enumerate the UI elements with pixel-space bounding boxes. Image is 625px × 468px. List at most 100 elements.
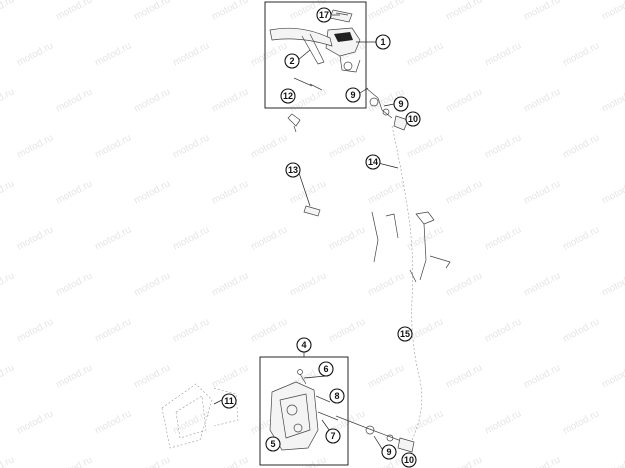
callout-label: 13 — [288, 165, 298, 175]
watermark-text: motod.ru — [288, 454, 328, 468]
callout-5: 5 — [265, 436, 281, 452]
watermark-text: motod.ru — [171, 40, 211, 68]
callout-layer: 17 1 2 12 9 9 10 14 13 15 4 — [221, 7, 421, 468]
watermark-text: motod.ru — [444, 86, 484, 114]
watermark-text: motod.ru — [288, 178, 328, 206]
callout-label: 10 — [408, 114, 418, 124]
watermark-text: motod.ru — [249, 224, 289, 252]
watermark-text: motod.ru — [210, 362, 250, 390]
watermark-text: motod.ru — [561, 224, 601, 252]
watermark-text: motod.ru — [0, 0, 16, 23]
watermark-text: motod.ru — [561, 316, 601, 344]
watermark-text: motod.ru — [483, 132, 523, 160]
watermark-text: motod.ru — [522, 0, 562, 23]
watermark-text: motod.ru — [600, 454, 625, 468]
brake-caliper-part — [269, 381, 319, 451]
watermark-text: motod.ru — [15, 224, 55, 252]
callout-13: 13 — [285, 162, 301, 178]
watermark-text: motod.ru — [210, 86, 250, 114]
watermark-text: motod.ru — [0, 178, 16, 206]
callout-9-upper-a: 9 — [345, 87, 361, 103]
watermark-text: motod.ru — [327, 316, 367, 344]
watermark-text: motod.ru — [54, 270, 94, 298]
watermark-text: motod.ru — [483, 40, 523, 68]
watermark-text: motod.ru — [600, 0, 625, 23]
hose-bracket-part — [303, 205, 321, 217]
watermark-text: motod.ru — [600, 178, 625, 206]
watermark-text: motod.ru — [444, 178, 484, 206]
callout-label: 14 — [368, 157, 378, 167]
watermark-text: motod.ru — [132, 362, 172, 390]
watermark-text: motod.ru — [444, 454, 484, 468]
callout-15: 15 — [397, 326, 413, 342]
reservoir-cover-part — [329, 9, 353, 23]
watermark-text: motod.ru — [54, 178, 94, 206]
watermark-text: motod.ru — [54, 454, 94, 468]
hose-clip-part — [287, 113, 301, 133]
watermark-text: motod.ru — [600, 362, 625, 390]
leader-lines — [213, 14, 413, 453]
brake-hose-part — [391, 125, 423, 441]
watermark-text: motod.ru — [327, 224, 367, 252]
callout-label: 6 — [323, 364, 328, 374]
callout-label: 5 — [270, 439, 275, 449]
watermark-text: motod.ru — [249, 40, 289, 68]
watermark-text: motod.ru — [132, 178, 172, 206]
watermark-text: motod.ru — [522, 178, 562, 206]
callout-label: 10 — [404, 455, 414, 465]
watermark-text: motod.ru — [0, 454, 16, 468]
brake-pads-part — [161, 383, 239, 449]
watermark-text: motod.ru — [522, 362, 562, 390]
callout-10-lower: 10 — [401, 452, 417, 468]
watermark-text: motod.ru — [171, 224, 211, 252]
watermark-text: motod.ru — [249, 132, 289, 160]
watermark-text: motod.ru — [249, 316, 289, 344]
banjo-fitting-upper — [365, 87, 409, 131]
watermark-text: motod.ru — [210, 178, 250, 206]
callout-label: 12 — [283, 91, 293, 101]
watermark-text: motod.ru — [171, 316, 211, 344]
callout-label: 2 — [289, 56, 294, 66]
callout-label: 4 — [301, 340, 306, 350]
watermark-text: motod.ru — [522, 86, 562, 114]
callout-17: 17 — [316, 7, 332, 23]
watermark-text: motod.ru — [132, 86, 172, 114]
callout-6: 6 — [318, 361, 334, 377]
callout-label: 9 — [350, 90, 355, 100]
pushrod-part — [293, 77, 323, 91]
watermark-text: motod.ru — [15, 40, 55, 68]
watermark-text: motod.ru — [288, 86, 328, 114]
watermark-text: motod.ru — [93, 224, 133, 252]
callout-label: 7 — [330, 431, 335, 441]
watermark-text: motod.ru — [444, 270, 484, 298]
watermark-text: motod.ru — [444, 0, 484, 23]
watermark-text: motod.ru — [132, 270, 172, 298]
watermark-text: motod.ru — [93, 316, 133, 344]
watermark-text: motod.ru — [210, 0, 250, 23]
watermark-text: motod.ru — [93, 408, 133, 436]
pad-pin-part — [315, 395, 339, 421]
callout-11: 11 — [221, 393, 237, 409]
callout-label: 9 — [386, 447, 391, 457]
callout-8: 8 — [329, 388, 345, 404]
watermark-text: motod.ru — [366, 270, 406, 298]
watermark-text: motod.ru — [15, 132, 55, 160]
watermark-text: motod.ru — [210, 454, 250, 468]
watermark-text: motod.ru — [93, 40, 133, 68]
callout-9-lower: 9 — [381, 444, 397, 460]
watermark-text: motod.ru — [15, 316, 55, 344]
callout-label: 1 — [380, 37, 385, 47]
callout-14: 14 — [365, 154, 381, 170]
watermark-text: motod.ru — [171, 132, 211, 160]
watermark-text: motod.ru — [15, 408, 55, 436]
watermark-text: motod.ru — [483, 224, 523, 252]
callout-label: 8 — [334, 391, 339, 401]
banjo-fitting-lower — [335, 415, 415, 453]
watermark-text: motod.ru — [522, 454, 562, 468]
callout-12: 12 — [280, 88, 296, 104]
watermark-text: motod.ru — [0, 362, 16, 390]
watermark-text: motod.ru — [483, 408, 523, 436]
callout-label: 11 — [224, 396, 234, 406]
watermark-text: motod.ru — [600, 86, 625, 114]
callout-10-upper: 10 — [405, 111, 421, 127]
